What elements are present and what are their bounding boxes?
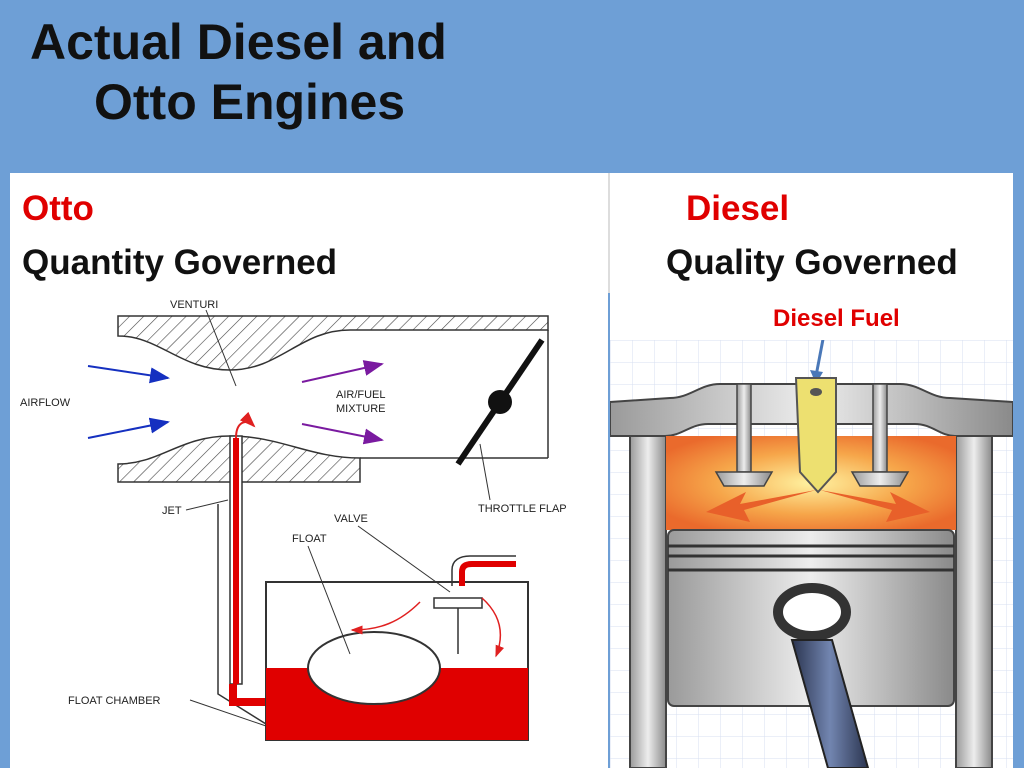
label-float: FLOAT xyxy=(292,533,327,545)
diesel-heading: Diesel xyxy=(686,189,790,228)
label-airflow: AIRFLOW xyxy=(20,397,71,409)
fuel-inlet-wall xyxy=(451,555,516,586)
spray-arrow-left xyxy=(706,490,816,522)
diesel-cylinder-diagram xyxy=(610,340,1013,768)
connecting-rod xyxy=(790,639,870,768)
fuel-pointer-arrow xyxy=(814,340,825,377)
label-float-chamber: FLOAT CHAMBER xyxy=(68,695,161,707)
intake-valve-stem xyxy=(736,383,752,473)
title-line-2: Otto Engines xyxy=(94,74,406,130)
jet-feed xyxy=(229,684,266,706)
spray-arrow-right xyxy=(820,490,930,522)
label-jet: JET xyxy=(162,505,182,517)
panel-divider xyxy=(608,173,610,293)
needle-valve xyxy=(433,597,483,609)
diesel-fuel-label: Diesel Fuel xyxy=(773,305,900,332)
flow-arrow-right xyxy=(481,597,505,658)
label-valve: VALVE xyxy=(334,513,368,525)
fuel-inlet xyxy=(459,561,516,586)
label-venturi: VENTURI xyxy=(170,299,218,311)
jet-fuel xyxy=(233,438,239,684)
otto-subheading: Quantity Governed xyxy=(22,243,338,282)
slide-title: Actual Diesel and Otto Engines xyxy=(30,12,447,132)
throttle-pivot xyxy=(488,390,512,414)
mixture-arrow-bottom xyxy=(301,423,384,445)
diesel-subheading: Quality Governed xyxy=(666,243,958,282)
cylinder-wall-right xyxy=(955,435,993,768)
label-mixture-2: MIXTURE xyxy=(336,403,386,415)
flow-arrow-left xyxy=(350,601,421,635)
otto-heading: Otto xyxy=(22,189,94,228)
wrist-pin xyxy=(773,583,851,641)
label-mixture-1: AIR/FUEL xyxy=(336,389,386,401)
intake-valve-head xyxy=(714,471,774,487)
carburetor-diagram: VENTURI AIRFLOW AIR/FUEL MIXTURE JET VAL… xyxy=(10,294,608,768)
exhaust-valve-stem xyxy=(872,383,888,473)
title-line-1: Actual Diesel and xyxy=(30,14,447,70)
float xyxy=(307,631,441,705)
exhaust-valve-head xyxy=(850,471,910,487)
airflow-arrow-top xyxy=(87,365,170,384)
venturi-upper-wall xyxy=(117,315,549,371)
mixture-arrow-top xyxy=(301,360,384,383)
cylinder-wall-left xyxy=(629,435,667,768)
label-throttle: THROTTLE FLAP xyxy=(478,503,567,515)
fuel-injector xyxy=(794,377,837,494)
airflow-arrow-bottom xyxy=(87,417,170,439)
jet-spray-arrow xyxy=(235,411,256,439)
